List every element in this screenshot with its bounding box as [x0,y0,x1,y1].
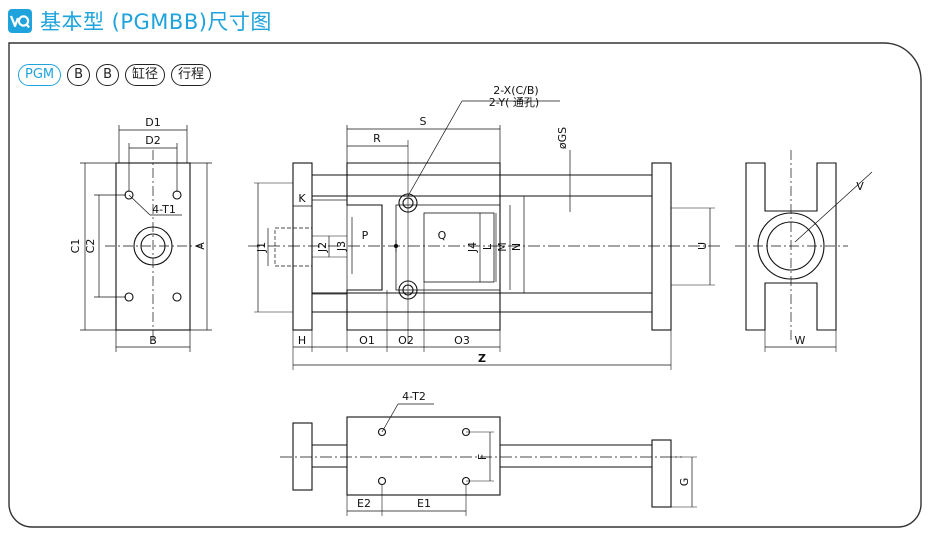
label-s: S [420,115,427,128]
drawing-frame [8,42,922,528]
label-4-t2: 4-T2 [402,390,426,403]
label-d2: D2 [145,134,160,147]
label-j2: J2 [316,242,329,253]
label-j1: J1 [255,242,268,253]
label-p: P [362,229,369,242]
label-v: V [856,180,864,193]
model-code: PGM B B 缸径 行程 [18,64,212,86]
label-k: K [298,192,306,205]
page-header: 基本型 (PGMBB)尺寸图 [8,6,272,36]
label-o1: O1 [359,334,375,347]
page-title: 基本型 (PGMBB)尺寸图 [40,10,272,34]
model-code-series: PGM [18,64,62,86]
label-d1: D1 [145,116,160,129]
model-code-stroke: 行程 [171,64,212,86]
q-logo-icon [8,9,32,33]
label-m: M [496,242,509,252]
label-w: W [795,334,806,347]
label-c2: C2 [84,239,97,254]
label-e2: E2 [357,497,371,510]
main-view [248,100,720,370]
label-u: U [696,242,709,250]
label-f: F [476,454,489,460]
label-o2: O2 [398,334,414,347]
label-q: Q [438,229,447,242]
label-j3: J3 [335,241,348,252]
label-r: R [373,132,381,145]
label-2-y: 2-Y( 通孔) [489,96,539,109]
side-view [735,150,873,352]
label-z: Z [478,352,486,365]
label-4-t1: 4-T1 [152,203,176,216]
label-gs: øGS [556,127,569,149]
label-g: G [678,478,691,487]
model-code-bore: 缸径 [124,64,165,86]
label-j4: J4 [466,242,479,253]
label-l: L [481,243,494,250]
front-view [80,125,212,352]
label-c1: C1 [69,239,82,254]
label-h: H [298,334,306,347]
label-a: A [194,242,207,250]
model-code-mount: B [96,64,119,86]
label-e1: E1 [417,497,431,510]
label-2-x: 2-X(C/B) [493,84,538,97]
label-b: B [149,334,157,347]
bottom-view [280,403,697,516]
model-code-type: B [67,64,91,86]
label-o3: O3 [454,334,470,347]
label-n: N [510,243,523,251]
